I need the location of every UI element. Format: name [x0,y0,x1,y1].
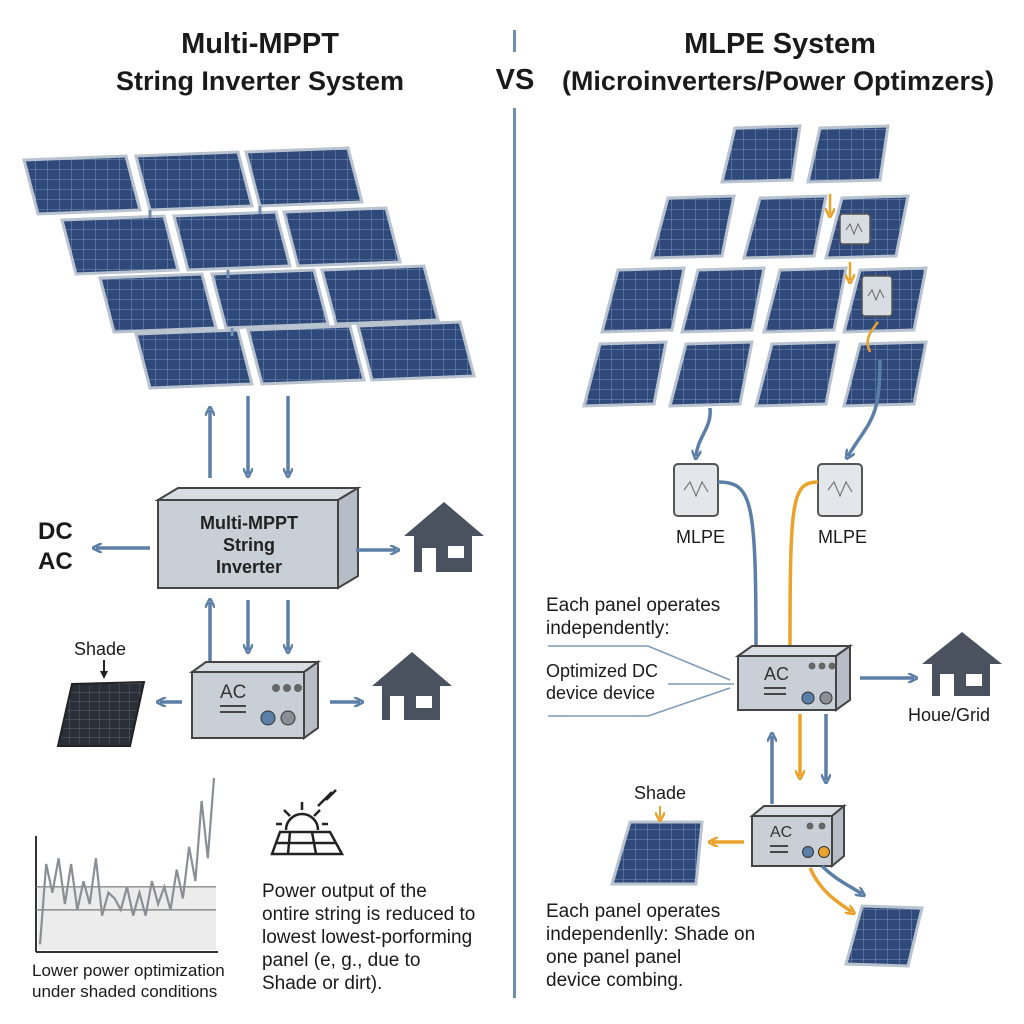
right-title-line2: (Microinverters/Power Optimzers) [561,66,995,96]
right-panel-array [582,124,928,408]
solar-panel [680,266,766,334]
chart-shaded-band [38,888,216,950]
desc-line: one panel panel [546,947,682,968]
orange-curve-arrow [808,867,852,912]
inverter-label-line: Inverter [215,557,283,577]
string-inverter-box [154,486,362,590]
ac-combiner-box [734,644,854,712]
shading-chart [35,777,218,953]
desc-line: Shade or dirt). [262,973,383,994]
solar-panel [244,146,364,208]
right-description: Each panel operates independenlly: Shade… [546,900,806,992]
ac-combiner-box [749,803,847,869]
solar-panel [246,324,366,386]
chart-series-line [38,777,216,945]
independent-line: Each panel operates [546,595,721,616]
chart-caption-line: Lower power optimization [32,961,225,980]
callout-lines [548,645,734,717]
mlpe-orange-line [788,480,819,647]
orange-short-arrows [830,194,879,353]
inverter-label-line: Multi-MPPT [200,513,298,533]
left-panel-array [22,146,476,390]
desc-line: independenlly: Shade on [546,924,756,945]
solar-panel [98,272,218,334]
desc-line: Power output of the [262,881,427,902]
left-title-line2: String Inverter System [115,66,405,96]
solar-panel [742,194,828,260]
ac-label: AC [38,548,73,575]
desc-line: Each panel operates [546,901,721,922]
mlpe-label: MLPE [676,527,726,547]
desc-line: panel (e, g., due to [262,950,421,971]
solar-panel [172,210,292,272]
grid-label: Houe/Grid [908,705,991,725]
solar-panel [844,904,924,968]
house-icon [922,632,1002,696]
solar-panel [210,268,330,330]
right-title-line1: MLPE System [684,28,876,60]
independent-line: independently: [546,618,670,639]
inverter-label-line: String [223,535,275,555]
dc-label: DC [38,518,73,545]
ac-box-label: AC [770,824,793,841]
solar-panel [22,154,142,216]
solar-panel [754,340,840,408]
sun-panel-icon [270,789,345,856]
ac-combiner-box [188,660,322,740]
solar-panel [720,124,802,184]
desc-line: device combing. [546,970,684,991]
mlpe-unit-small [839,213,871,245]
chart-caption-line: under shaded conditions [32,982,218,1001]
optimized-line: Optimized DC [546,661,659,681]
mlpe-blue-line [717,480,758,647]
shaded-solar-panel [56,680,146,747]
independent-note: Each panel operates independently: [546,594,720,640]
mlpe-device [817,463,863,517]
solar-panel [356,320,476,382]
solar-panel [582,340,668,408]
solar-panel [60,214,180,276]
solar-panel [134,328,254,390]
center-divider-gap [508,52,522,108]
solar-panel [320,264,440,326]
chart-caption: Lower power optimization under shaded co… [32,960,252,1002]
solar-panel [134,150,254,212]
optimized-line: device device [546,683,656,703]
mlpe-device [673,463,719,517]
solar-panel [806,124,890,184]
shade-label: Shade [634,783,687,803]
mlpe-label: MLPE [818,527,868,547]
right-arrows-to-mlpe [696,359,882,456]
blue-curve-arrow [820,864,862,894]
vs-label: VS [495,64,535,96]
solar-panel [668,340,754,408]
mlpe-unit-small [861,275,893,317]
shade-label: Shade [74,639,127,659]
ac-box-label: AC [220,682,247,703]
house-icon [404,502,484,572]
solar-panel [762,266,848,334]
solar-panel [600,266,686,334]
center-divider [513,30,516,998]
left-arrows-top [210,396,288,478]
solar-panel [650,194,736,260]
solar-panel [842,340,928,408]
right-arrows-mid [772,714,826,804]
optimized-note: Optimized DC device device [546,660,658,704]
inverter-label: Multi-MPPT String Inverter [160,512,338,578]
left-arrows-mid [96,548,396,702]
desc-line: lowest lowest-porforming [262,927,473,948]
house-icon [372,652,452,720]
ac-box-label: AC [764,664,790,684]
desc-line: ontire string is reduced to [262,904,476,925]
left-description: Power output of the ontire string is red… [262,880,502,995]
solar-panel-shaded [610,820,704,886]
left-title-line1: Multi-MPPT [181,28,339,60]
solar-panel [282,206,402,268]
